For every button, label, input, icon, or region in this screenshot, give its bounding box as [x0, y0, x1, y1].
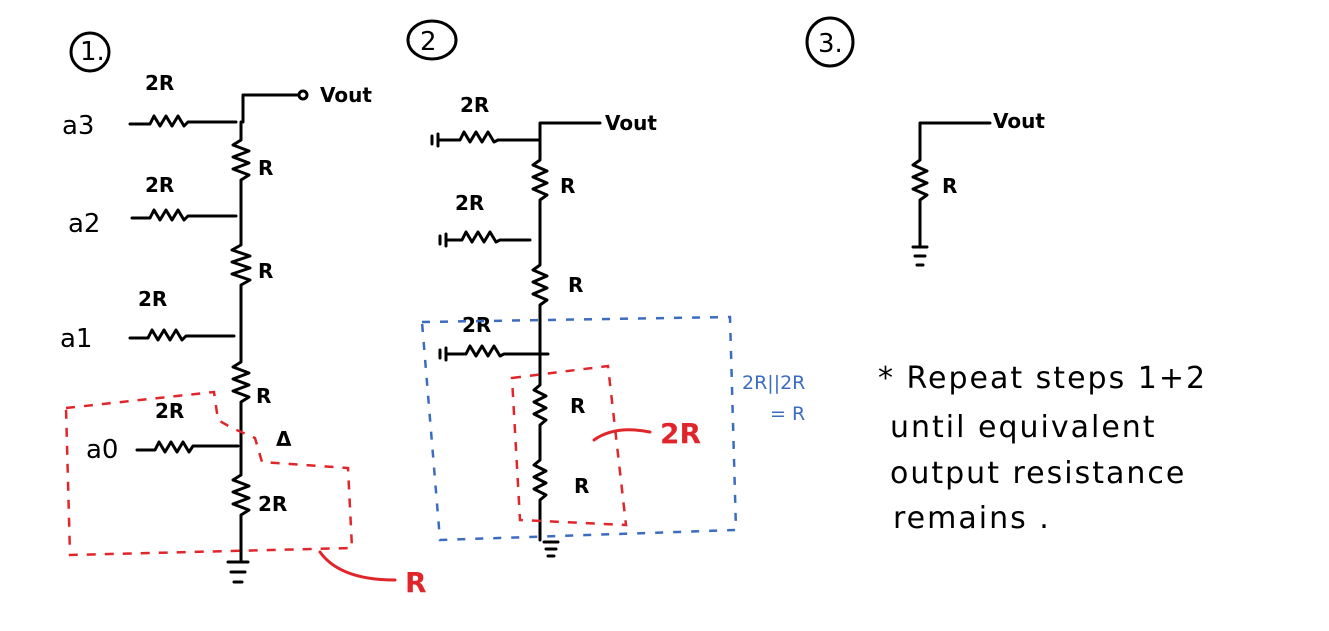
input-a3: a3: [62, 111, 94, 141]
delta-node: Δ: [276, 427, 292, 451]
parallel-result: = R: [770, 403, 805, 425]
label: 2R: [138, 287, 167, 311]
equivalent-2r-label: 2R: [660, 417, 701, 450]
circuit-step-1: Vout a3 a2 a1 a0 2R 2R 2R 2R R R R 2R Δ …: [60, 71, 427, 599]
label: 2R: [258, 492, 287, 516]
label: until equivalent: [890, 410, 1157, 445]
label: 2: [420, 27, 437, 57]
input-a1: a1: [60, 324, 92, 354]
circuit-step-2: Vout 2R 2R 2R R R R R 2R||2R = R 2R: [420, 93, 805, 558]
label: R: [258, 259, 273, 283]
label: 2R: [155, 399, 184, 423]
label: 3.: [818, 29, 843, 59]
label: 2R: [462, 313, 491, 337]
label: 2R: [145, 71, 174, 95]
label: remains .: [893, 501, 1051, 536]
input-a2: a2: [68, 209, 100, 239]
step-3-marker: 3.: [805, 16, 855, 68]
label: 1.: [80, 37, 105, 67]
instruction-note: * Repeat steps 1+2 until equivalent outp…: [878, 361, 1207, 536]
label: R: [256, 384, 271, 408]
equivalent-r-label: R: [405, 566, 427, 599]
step-2-marker: 2: [406, 19, 458, 61]
label: R: [570, 394, 585, 418]
vout-label: Vout: [993, 109, 1045, 133]
label: 2R: [145, 173, 174, 197]
parallel-note: 2R||2R: [742, 372, 805, 394]
label: R: [574, 474, 589, 498]
label: output resistance: [890, 456, 1186, 491]
label: R: [258, 156, 273, 180]
vout-label: Vout: [605, 111, 657, 135]
label: 2R: [460, 93, 489, 117]
label: * Repeat steps 1+2: [878, 361, 1207, 396]
label: 2R: [455, 191, 484, 215]
label: R: [568, 273, 583, 297]
step-1-marker: 1.: [69, 31, 111, 73]
input-a0: a0: [86, 435, 118, 465]
label: R: [942, 174, 957, 198]
label: R: [560, 174, 575, 198]
vout-label: Vout: [320, 83, 372, 107]
circuit-step-3: Vout R: [911, 109, 1045, 267]
